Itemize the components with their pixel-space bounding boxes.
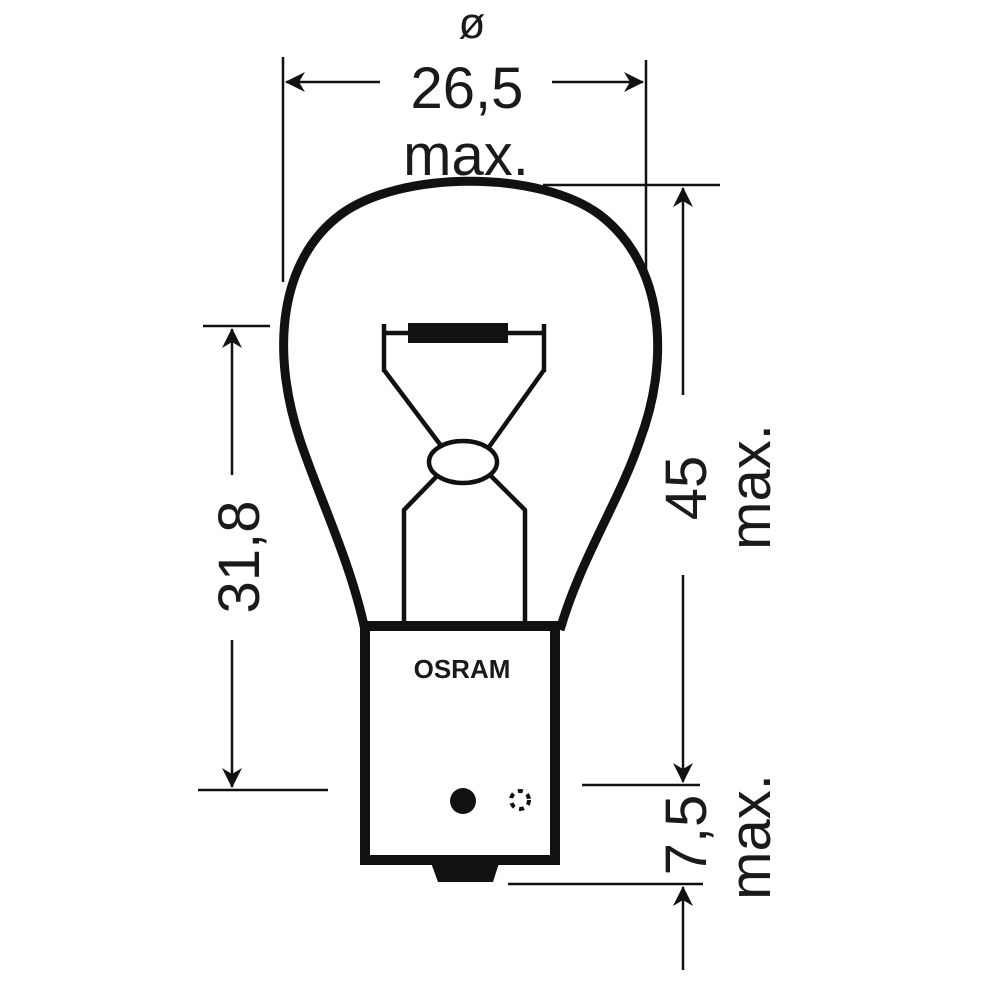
filament-assembly — [381, 323, 547, 625]
bulb-glass-outline — [279, 176, 663, 632]
bulb-base: OSRAM — [360, 621, 560, 882]
bayonet-pin-dashed — [509, 789, 531, 811]
diameter-symbol: ø — [459, 0, 486, 48]
overall-length-dimension — [543, 183, 720, 787]
bayonet-pin-dot — [450, 788, 476, 814]
base-tip-value: 7,5 — [654, 795, 719, 876]
diameter-dimension — [281, 57, 648, 282]
diameter-qualifier: max. — [403, 123, 529, 188]
overall-length-qualifier: max. — [718, 424, 783, 550]
base-tip-dimension — [508, 882, 703, 970]
overall-length-value: 45 — [654, 456, 719, 521]
support-bead — [426, 438, 500, 486]
light-center-dimension — [198, 324, 328, 792]
brand-label: OSRAM — [414, 654, 511, 684]
diameter-value: 26,5 — [411, 56, 524, 121]
base-tip-qualifier: max. — [718, 774, 783, 900]
light-center-value: 31,8 — [207, 501, 272, 614]
filament-coil — [408, 323, 508, 343]
base-contact — [430, 860, 500, 882]
